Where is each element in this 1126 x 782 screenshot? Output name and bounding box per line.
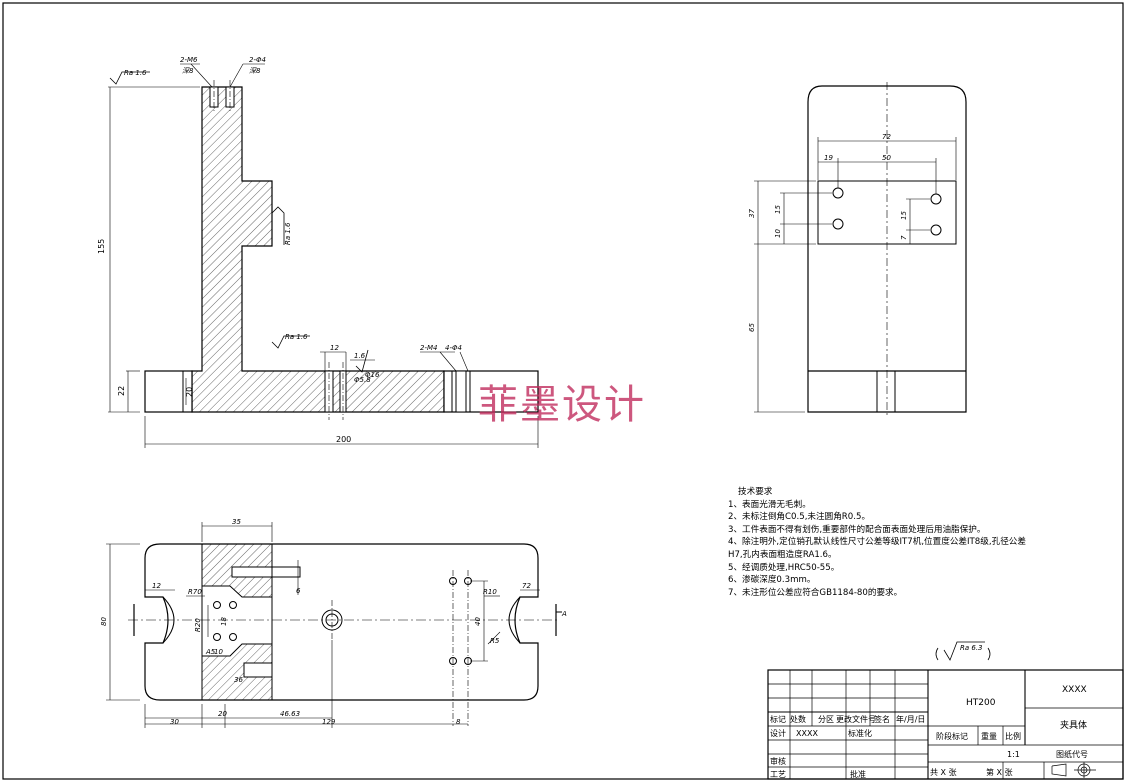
- front-dim-total-width: 200: [336, 435, 351, 444]
- front-body-section: [191, 86, 445, 413]
- top-dim-6: 6: [296, 587, 301, 595]
- front-dim-inner: 20: [185, 387, 194, 397]
- tb-part-name: 夹具体: [1060, 719, 1087, 731]
- top-outline: [144, 543, 539, 701]
- tb-count: 处数: [790, 714, 806, 724]
- front-hole-callout-1b: 深8: [182, 67, 194, 75]
- tech-req-item: 7、未注形位公差应符合GB1184-80的要求。: [728, 587, 903, 598]
- front-hole-callout-1: 2-M6: [180, 56, 198, 64]
- top-dim-20: 20: [218, 710, 227, 718]
- tech-req-title: 技术要求: [738, 487, 773, 497]
- tech-req-item: 3、工件表面不得有划伤,重要部件的配合面表面处理后用油脂保护。: [728, 524, 986, 535]
- tb-sheets-total: 共 X 张: [930, 768, 957, 777]
- tb-standardize: 标准化: [848, 728, 872, 738]
- top-dim-10a: 10: [214, 648, 223, 656]
- front-dim-height: 155: [97, 239, 106, 254]
- tb-approve: 批准: [850, 769, 866, 779]
- top-dim-35: 35: [232, 518, 241, 526]
- top-dim-80: 80: [100, 617, 108, 626]
- front-hole-callout-2: 2-Φ4: [249, 56, 266, 64]
- tech-req-item: H7,孔内表面粗造度RA1.6。: [728, 549, 837, 560]
- top-dim-12: 12: [152, 582, 161, 590]
- tech-req-item: 5、经调质处理,HRC50-55。: [728, 562, 840, 573]
- general-roughness: [935, 641, 991, 661]
- tb-weight: 重量: [981, 731, 997, 741]
- front-roughness-base: Ra 1.6: [285, 333, 308, 341]
- side-dim-65: 65: [748, 323, 756, 332]
- side-dim-10: 10: [774, 229, 782, 238]
- technical-requirements: 技术要求 1、表面光滑无毛刺。 2、未标注倒角C0.5,未注圆角R0.5。 3、…: [728, 486, 1108, 599]
- top-dim-18: 18: [220, 617, 228, 626]
- front-dim-hole: Φ5.8: [354, 376, 371, 384]
- tb-process: 工艺: [770, 770, 786, 779]
- tb-material: HT200: [966, 698, 996, 708]
- side-dim-7: 7: [900, 235, 908, 240]
- side-outline: [807, 85, 967, 413]
- side-view: [754, 82, 967, 416]
- tb-date: 年/月/日: [896, 714, 925, 724]
- tb-company: XXXX: [1062, 685, 1087, 695]
- front-dim-base-height: 22: [117, 386, 126, 396]
- side-dim-15b: 15: [900, 211, 908, 220]
- side-dim-width: 72: [882, 133, 891, 141]
- general-roughness-value: Ra 6.3: [960, 644, 983, 652]
- tb-change-doc: 更改文件号: [836, 714, 876, 724]
- tb-sign: 签名: [874, 714, 890, 724]
- top-dim-36: 36: [234, 676, 243, 684]
- tech-req-item: 6、渗碳深度0.3mm。: [728, 575, 816, 586]
- top-dim-R5: R5: [490, 637, 500, 645]
- front-base-callout-2: 4-Φ4: [445, 344, 462, 352]
- side-dim-19: 19: [824, 154, 833, 162]
- tb-zone: 分区: [818, 715, 834, 724]
- top-dim-R70: R70: [188, 588, 202, 596]
- tech-req-item: 1、表面光滑无毛刺。: [728, 499, 811, 510]
- top-dim-8: 8: [456, 718, 461, 726]
- top-section-mark: A: [561, 610, 567, 618]
- front-base-callout-1: 2-M4: [420, 344, 437, 352]
- front-view: [108, 63, 539, 448]
- side-mounting-face: [817, 180, 957, 245]
- tech-req-item: 4、除注明外,定位销孔默认线性尺寸公差等级IT7机,位置度公差IT8级,孔径公差: [728, 537, 1026, 548]
- side-dim-50: 50: [882, 154, 891, 162]
- top-dim-46: 46.63: [280, 710, 300, 718]
- front-hole-callout-2b: 深8: [249, 67, 261, 75]
- top-dim-40: 40: [474, 617, 482, 626]
- front-roughness-top: Ra 1.6: [124, 69, 147, 77]
- front-dim-slot-b: 1.6: [354, 352, 366, 360]
- tb-sheet-no: 第 X 张: [986, 767, 1013, 777]
- tb-stage-mark: 阶段标记: [936, 731, 968, 741]
- top-dim-72: 72: [522, 582, 531, 590]
- title-block: [767, 669, 1124, 780]
- top-view: [106, 522, 562, 728]
- top-dim-129: 129: [322, 718, 336, 726]
- top-dim-R20: R20: [194, 618, 202, 632]
- top-dim-A5: A5: [205, 648, 216, 656]
- tb-design: 设计: [770, 728, 786, 738]
- side-dim-37: 37: [748, 209, 756, 218]
- tb-mark: 标记: [770, 714, 786, 724]
- front-base-left: [144, 370, 193, 413]
- tb-scale: 1:1: [1007, 750, 1020, 759]
- top-dim-30: 30: [170, 718, 179, 726]
- front-dim-slot: 12: [330, 344, 339, 352]
- tb-scale-label: 比例: [1005, 731, 1021, 741]
- front-dim-hole-b: Φ16: [365, 371, 380, 379]
- side-dim-15a: 15: [774, 205, 782, 214]
- watermark: 菲墨设计: [478, 382, 646, 428]
- front-roughness-side: Ra 1.6: [284, 222, 292, 245]
- tb-designer: XXXX: [796, 729, 818, 738]
- tb-check: 审核: [770, 756, 786, 766]
- tech-req-item: 2、未标注倒角C0.5,未注圆角R0.5。: [728, 512, 871, 523]
- tb-drawing-code: 图纸代号: [1056, 749, 1088, 759]
- top-dim-R10: R10: [483, 588, 497, 596]
